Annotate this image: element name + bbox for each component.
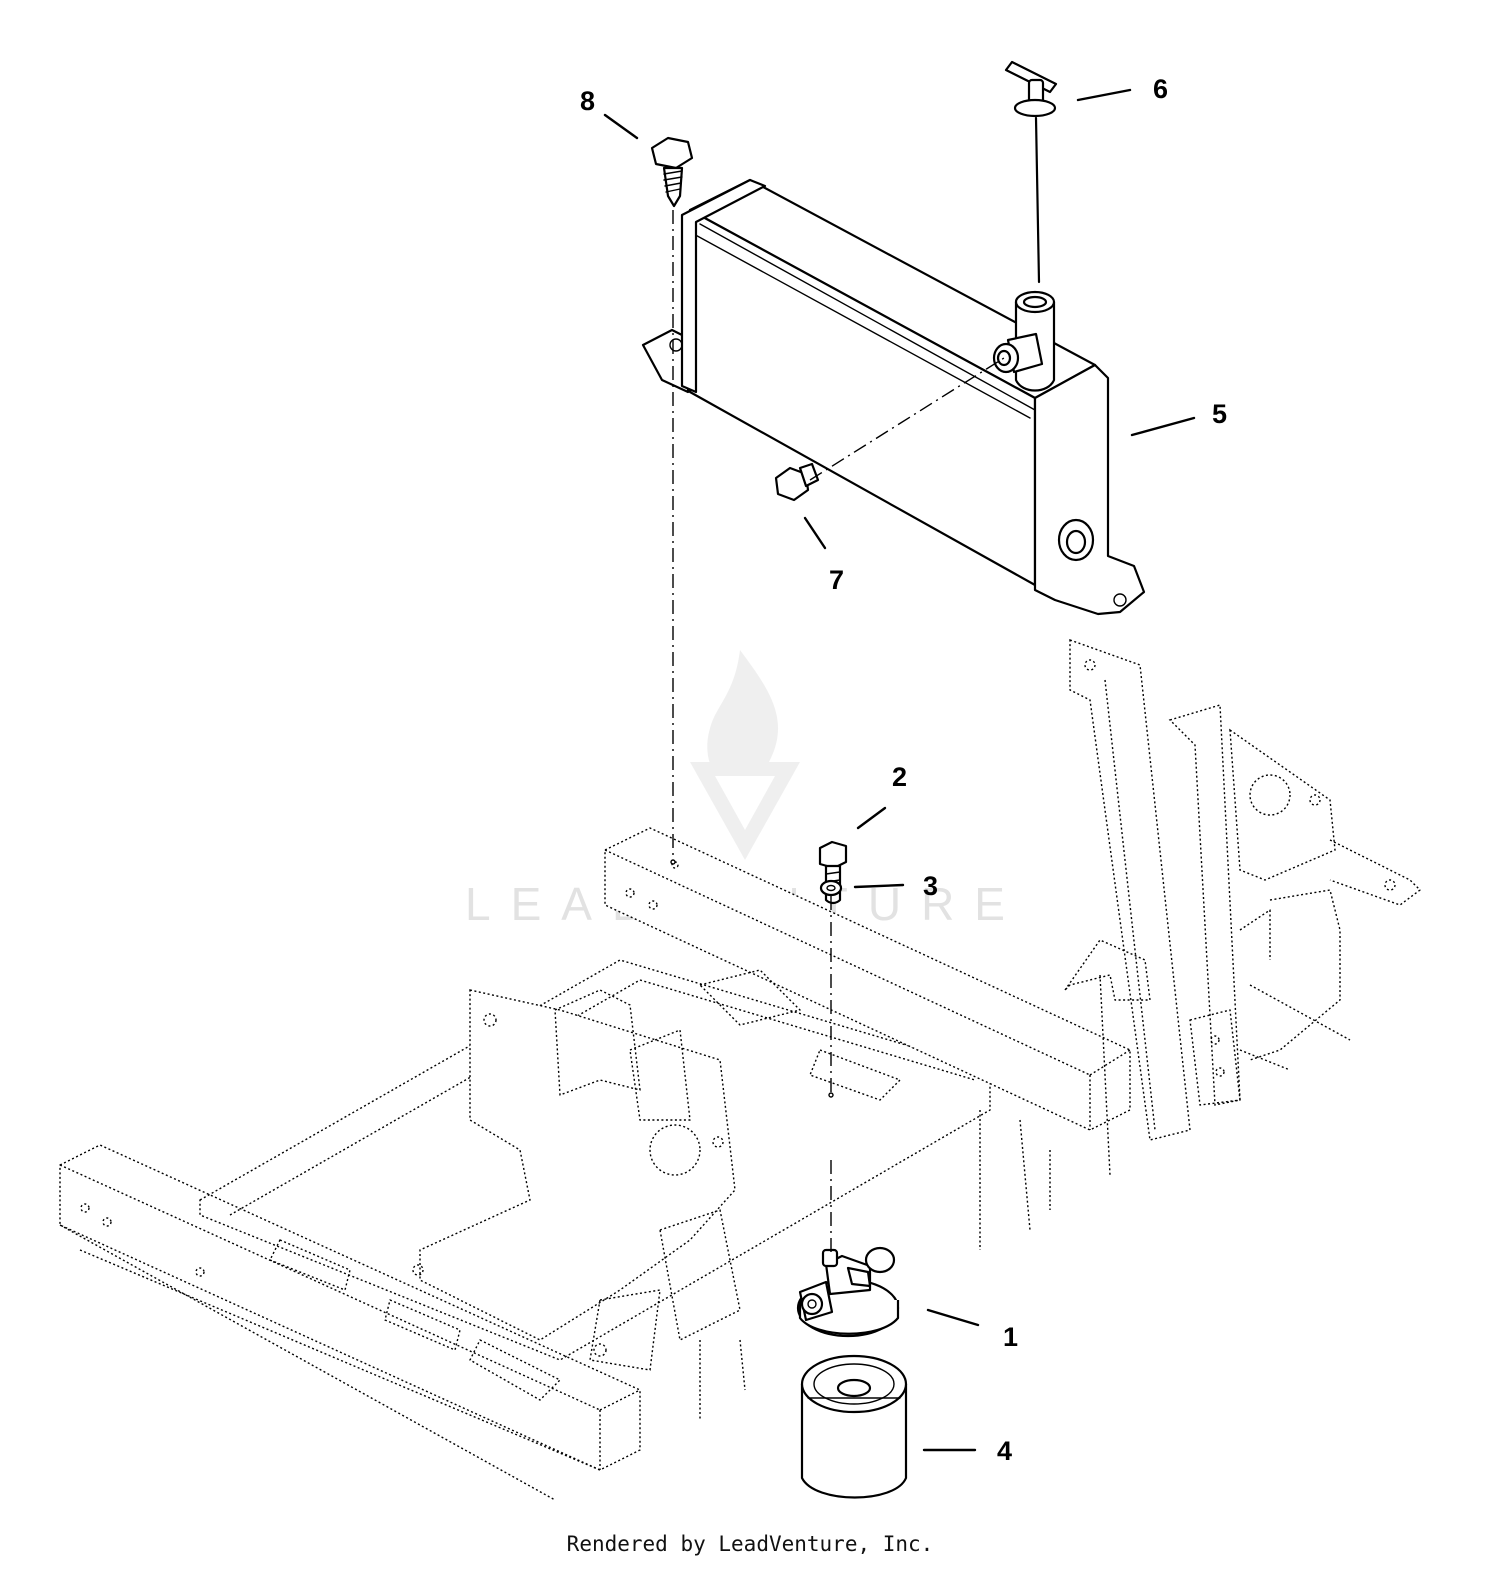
mower-frame [59,639,1421,1501]
washer [819,879,843,897]
oil-reservoir-tank [641,178,1146,616]
assembly-centerlines [670,210,1005,1252]
callout-4: 4 [997,1436,1012,1466]
callout-1: 1 [1003,1322,1018,1352]
callout-6: 6 [1153,74,1168,104]
dipstick [1004,60,1058,284]
footer-credit: Rendered by LeadVenture, Inc. [566,1532,934,1556]
callout-5: 5 [1212,399,1227,429]
callout-labels: 1 2 3 4 5 6 7 8 [580,74,1227,1466]
callout-3: 3 [923,871,938,901]
screw [650,136,694,208]
oil-filter [800,1354,908,1499]
callout-8: 8 [580,86,595,116]
filter-head [796,1246,900,1338]
callout-leaders [603,88,1196,1452]
plug [774,462,820,502]
callout-2: 2 [892,762,907,792]
watermark-logo [690,650,800,860]
callout-7: 7 [829,565,844,595]
